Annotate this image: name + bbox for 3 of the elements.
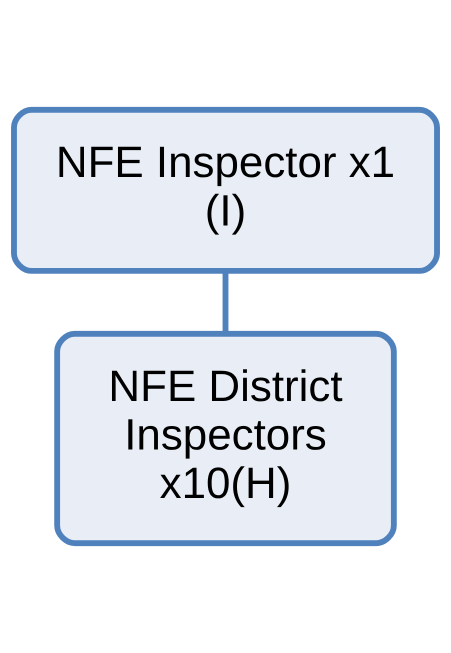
node-box: NFE Inspector x1 (I) [11,106,440,274]
node-box: NFE District Inspectors x10(H) [54,330,397,546]
connector [222,271,228,334]
